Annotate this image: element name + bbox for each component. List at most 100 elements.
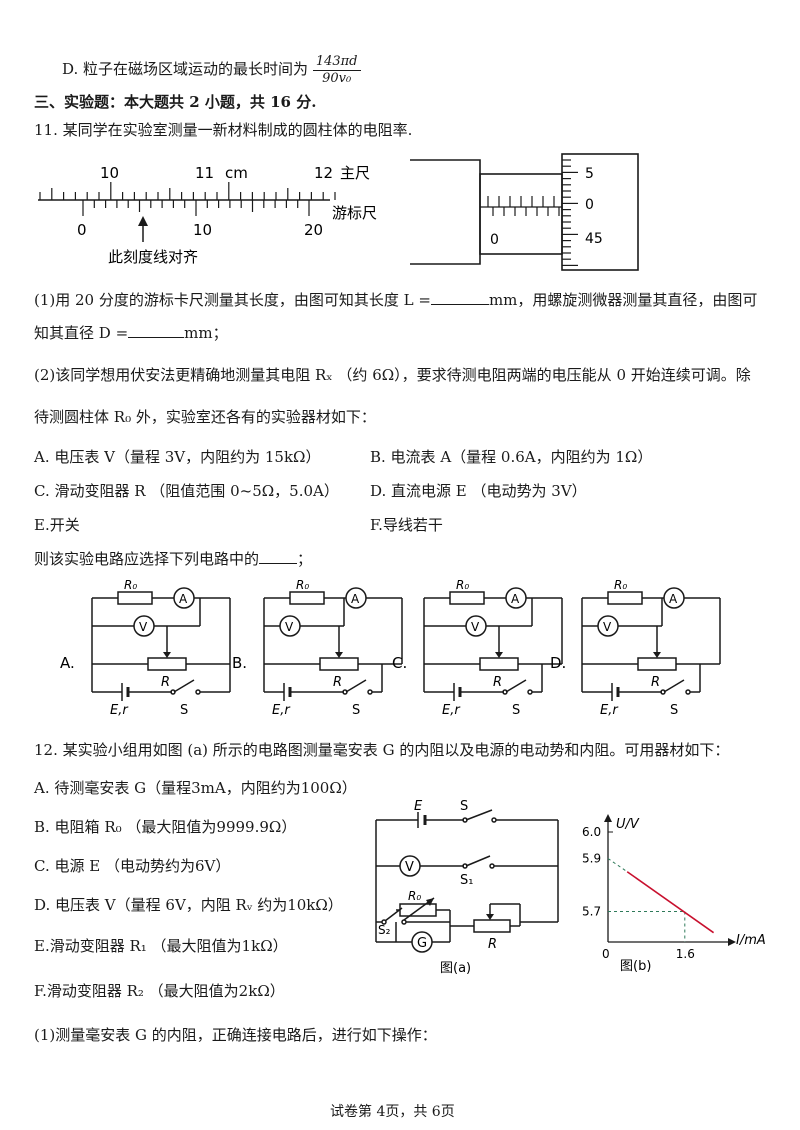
label-source: E,r <box>110 703 129 718</box>
x-tick-1-6: 1.6 <box>676 947 695 961</box>
y-tick-5-9: 5.9 <box>582 852 601 866</box>
equip-e: E.开关 <box>34 516 80 534</box>
label-ammeter: A <box>179 592 188 606</box>
thimble <box>561 153 639 271</box>
resistor-r0 <box>607 591 643 605</box>
q12-equip-d: D. 电压表 V（量程 6V，内阻 Rᵥ 约为10kΩ） <box>34 896 343 914</box>
equip-f: F.导线若干 <box>370 516 443 534</box>
q11-part1-line2: 知其直径 D =mm； <box>34 324 228 342</box>
choose-end: ； <box>297 550 313 568</box>
caliper-ticks <box>38 182 336 216</box>
q11-part2-line2: 待测圆柱体 R₀ 外，实验室还各有的实验器材如下： <box>34 408 376 426</box>
label-switch: S <box>352 703 360 718</box>
option-letter: D. <box>550 654 566 672</box>
fig-a-r0: R₀ <box>408 889 421 903</box>
label-source: E,r <box>272 703 291 718</box>
fig-a-caption: 图(a) <box>440 961 471 976</box>
label-r0: R₀ <box>614 578 627 592</box>
sleeve-ticks <box>487 196 560 216</box>
fraction-numerator: 143πd <box>312 54 361 71</box>
q12-equip-f: F.滑动变阻器 R₂ （最大阻值为2kΩ） <box>34 982 285 1000</box>
answer-blank-diameter[interactable] <box>128 337 185 338</box>
main-tick-11: 11 <box>195 164 214 182</box>
label-rheostat: R <box>161 675 170 690</box>
fig-a-s1: S₁ <box>460 873 473 888</box>
x-axis-arrow <box>728 938 736 946</box>
anvil-frame <box>410 159 481 265</box>
main-scale-label: 主尺 <box>340 164 370 182</box>
label-r0: R₀ <box>456 578 469 592</box>
vernier-tick-0: 0 <box>77 221 87 239</box>
q11-part2-line1: (2)该同学想用伏安法更精确地测量其电阻 Rₓ （约 6Ω），要求待测电阻两端的… <box>34 366 751 384</box>
q12-equip-c: C. 电源 E （电动势约为6V） <box>34 857 231 875</box>
vernier-scale-label: 游标尺 <box>332 204 377 222</box>
rheostat <box>637 657 677 671</box>
q12-equip-a: A. 待测毫安表 G（量程3mA，内阻约为100Ω） <box>34 779 357 797</box>
y-axis-arrow <box>604 814 612 822</box>
label-rheostat: R <box>333 675 342 690</box>
label-source: E,r <box>600 703 619 718</box>
answer-blank-circuit[interactable] <box>259 563 298 564</box>
part1-text-b: mm，用螺旋测微器测量其直径，由图可 <box>488 291 758 309</box>
vernier-tick-20: 20 <box>304 221 323 239</box>
section-title: 三、实验题：本大题共 2 小题，共 16 分. <box>34 93 317 111</box>
q11-stem: 11. 某同学在实验室测量一新材料制成的圆柱体的电阻率. <box>34 121 413 139</box>
unit-label: cm <box>225 164 248 182</box>
align-label: 此刻度线对齐 <box>108 248 198 266</box>
resistor-r0 <box>449 591 485 605</box>
rheostat <box>147 657 187 671</box>
u-i-line <box>626 871 715 934</box>
thimble-label-45: 45 <box>585 231 603 247</box>
option-letter: B. <box>232 654 247 672</box>
label-switch: S <box>512 703 520 718</box>
vernier-caliper: 10 11 cm 12 主尺 0 10 20 游标尺 此刻度线对齐 <box>38 164 377 266</box>
q10-option-d: D. 粒子在磁场区域运动的最长时间为 143πd 90v₀ <box>62 54 361 86</box>
option-letter: A. <box>60 654 75 672</box>
extrapolated-intercept <box>607 858 628 873</box>
q12-part1: (1)测量毫安表 G 的内阻，正确连接电路后，进行如下操作： <box>34 1026 437 1044</box>
part1-text-a: (1)用 20 分度的游标卡尺测量其长度，由图可知其长度 L = <box>34 291 431 309</box>
label-ammeter: A <box>669 592 678 606</box>
q12-equip-b: B. 电阻箱 R₀ （最大阻值为9999.9Ω） <box>34 818 297 836</box>
time-fraction: 143πd 90v₀ <box>312 54 361 86</box>
align-arrow-head <box>138 216 148 226</box>
figure-a-circuit: E S V S₁ R₀ S₂ G R 图(a) <box>375 799 559 976</box>
thimble-label-0: 0 <box>585 197 594 213</box>
main-tick-12: 12 <box>314 164 333 182</box>
y-tick-5-7: 5.7 <box>582 905 601 919</box>
resistor-r0 <box>289 591 325 605</box>
vernier-tick-10: 10 <box>193 221 212 239</box>
label-voltmeter: V <box>139 620 148 634</box>
rheostat <box>479 657 519 671</box>
label-rheostat: R <box>651 675 660 690</box>
answer-blank-length[interactable] <box>430 304 489 305</box>
equip-b: B. 电流表 A（量程 0.6A，内阻约为 1Ω） <box>370 448 653 466</box>
fig-a-r: R <box>488 937 497 952</box>
thimble-label-5: 5 <box>585 166 594 182</box>
label-voltmeter: V <box>471 620 480 634</box>
fraction-denominator: 90v₀ <box>322 70 352 86</box>
thimble-ticks <box>562 159 578 267</box>
y-tick-6-0: 6.0 <box>582 825 601 839</box>
micrometer: 0 5 0 45 <box>410 153 639 271</box>
label-ammeter: A <box>351 592 360 606</box>
y-axis-label: U/V <box>616 817 640 832</box>
q11-part1-line1: (1)用 20 分度的游标卡尺测量其长度，由图可知其长度 L = mm，用螺旋测微… <box>34 291 757 309</box>
fig-a-v: V <box>405 860 414 875</box>
label-r0: R₀ <box>296 578 309 592</box>
sleeve-zero: 0 <box>490 232 499 248</box>
circuit-option-b[interactable]: B. R₀ A V R E,r S <box>232 578 407 728</box>
label-voltmeter: V <box>285 620 294 634</box>
label-source: E,r <box>442 703 461 718</box>
fig-a-s2: S₂ <box>378 923 391 937</box>
fig-a-g: G <box>417 936 427 951</box>
label-r0: R₀ <box>124 578 137 592</box>
fig-a-s: S <box>460 799 468 814</box>
q12-stem: 12. 某实验小组用如图 (a) 所示的电路图测量毫安表 G 的内阻以及电源的电… <box>34 741 730 759</box>
q12-equip-e: E.滑动变阻器 R₁ （最大阻值为1kΩ） <box>34 937 288 955</box>
option-letter: C. <box>392 654 407 672</box>
label-switch: S <box>670 703 678 718</box>
